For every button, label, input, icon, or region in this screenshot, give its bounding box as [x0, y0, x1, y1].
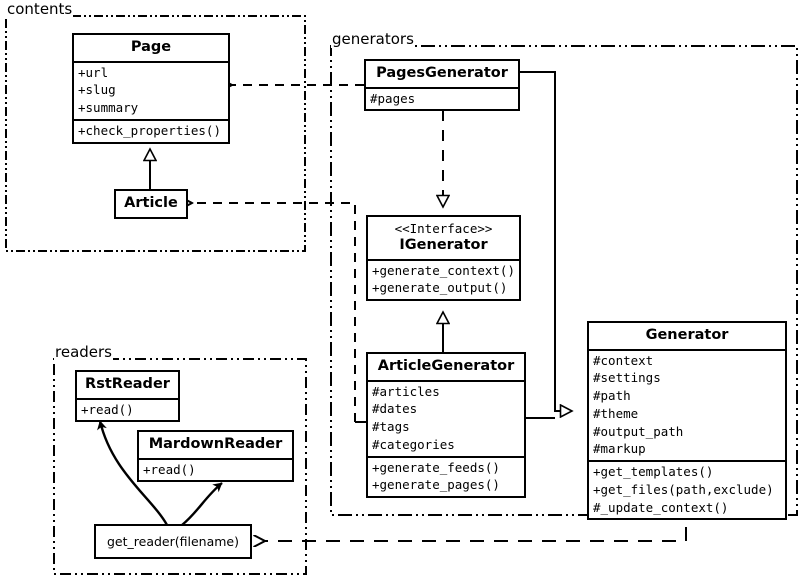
attribute: #dates: [372, 401, 418, 417]
class-igenerator-operations: +generate_context() +generate_output(): [368, 258, 519, 300]
operation: +generate_feeds(): [372, 459, 500, 475]
class-article[interactable]: Article: [114, 189, 188, 219]
class-igenerator-title: IGenerator: [399, 237, 488, 253]
attribute: #pages: [370, 90, 416, 106]
class-rstreader-name: RstReader: [85, 376, 170, 392]
class-page[interactable]: Page +url +slug +summary +check_properti…: [72, 33, 230, 144]
class-mardownreader-operations: +read(): [139, 457, 292, 481]
operation: +get_templates(): [593, 464, 714, 480]
package-label-readers: readers: [54, 343, 113, 361]
attribute: +summary: [78, 100, 139, 116]
attribute: #theme: [593, 405, 639, 421]
class-pagesgenerator[interactable]: PagesGenerator #pages: [364, 59, 520, 112]
class-igenerator-name: <<Interface>> IGenerator: [368, 217, 519, 259]
attribute: #markup: [593, 441, 646, 457]
attribute: #articles: [372, 383, 440, 399]
attribute: #categories: [372, 436, 455, 452]
class-articlegenerator[interactable]: ArticleGenerator #articles #dates #tags …: [366, 352, 526, 499]
class-articlegenerator-operations: +generate_feeds() +generate_pages(): [368, 455, 524, 497]
attribute: #path: [593, 388, 631, 404]
attribute: +url: [78, 64, 109, 80]
package-label-generators: generators: [331, 30, 415, 48]
class-igenerator-stereotype: <<Interface>>: [394, 221, 493, 236]
class-page-operations: +check_properties(): [74, 118, 228, 142]
class-generator-attributes: #context #settings #path #theme #output_…: [589, 348, 785, 461]
attribute: #context: [593, 352, 654, 368]
operation: +read(): [81, 401, 134, 417]
class-generator-name: Generator: [645, 327, 729, 343]
class-page-name: Page: [130, 39, 172, 55]
attribute: #output_path: [593, 423, 684, 439]
operation: +read(): [143, 461, 196, 477]
operation: +check_properties(): [78, 122, 221, 138]
attribute: #tags: [372, 419, 410, 435]
class-generator-operations: +get_templates() +get_files(path,exclude…: [589, 460, 785, 518]
function-get-reader[interactable]: get_reader(filename): [94, 524, 252, 559]
class-rstreader[interactable]: RstReader +read(): [75, 370, 180, 423]
class-articlegenerator-attributes: #articles #dates #tags #categories: [368, 379, 524, 456]
edge-pagesgenerator-inherits-generator: [520, 71, 572, 411]
edge-getreader-returns-mardownreader: [181, 482, 223, 526]
attribute: +slug: [78, 82, 116, 98]
edge-articlegenerator-depends-article: [192, 203, 356, 422]
class-igenerator[interactable]: <<Interface>> IGenerator +generate_conte…: [366, 215, 521, 302]
class-page-attributes: +url +slug +summary: [74, 60, 228, 119]
operation: +get_files(path,exclude): [593, 481, 774, 497]
class-generator[interactable]: Generator #context #settings #path #them…: [587, 321, 787, 521]
operation: +generate_output(): [372, 280, 508, 296]
function-get-reader-label: get_reader(filename): [107, 534, 239, 549]
package-label-contents: contents: [6, 0, 74, 18]
class-rstreader-operations: +read(): [77, 397, 178, 421]
class-article-name: Article: [124, 195, 178, 211]
class-pagesgenerator-attributes: #pages: [366, 86, 518, 110]
class-pagesgenerator-name: PagesGenerator: [376, 65, 508, 81]
class-articlegenerator-name: ArticleGenerator: [377, 358, 515, 374]
class-mardownreader-name: MardownReader: [148, 436, 283, 452]
attribute: #settings: [593, 370, 661, 386]
operation: #_update_context(): [593, 499, 729, 515]
class-mardownreader[interactable]: MardownReader +read(): [137, 430, 294, 483]
operation: +generate_pages(): [372, 477, 500, 493]
operation: +generate_context(): [372, 262, 515, 278]
